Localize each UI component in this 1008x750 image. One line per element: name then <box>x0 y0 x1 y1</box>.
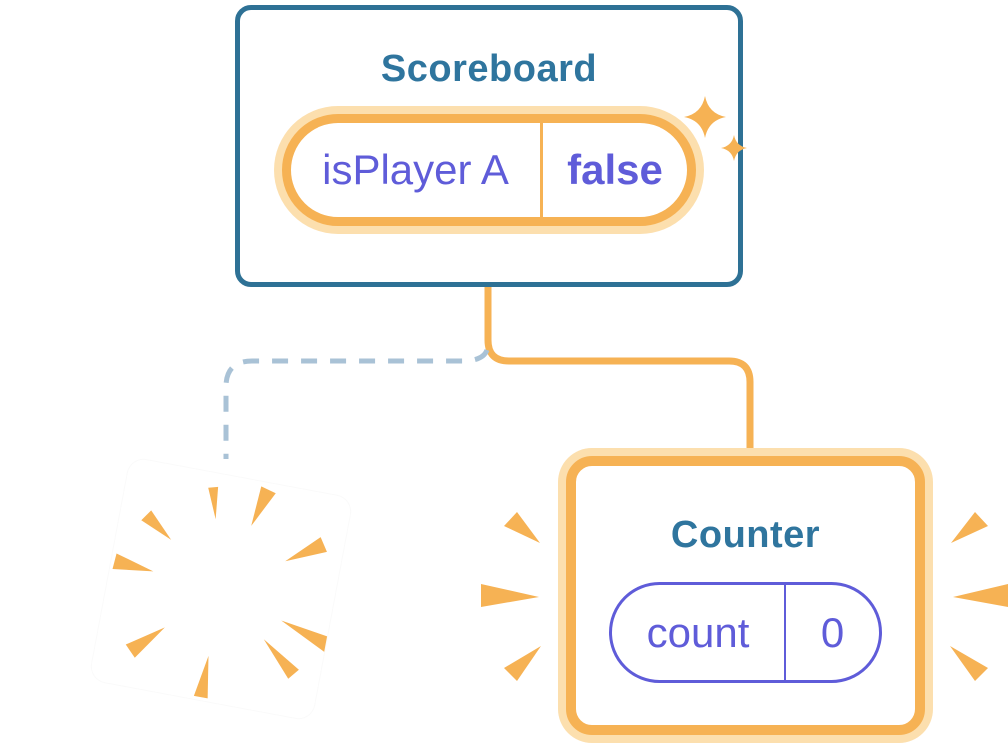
state-value-label: 0 <box>820 608 845 656</box>
counter-title: Counter <box>670 514 821 556</box>
pill-divider <box>540 123 543 217</box>
scoreboard-card: Scoreboard isPlayer A false <box>235 5 743 287</box>
dashed-connector-line <box>223 348 490 459</box>
poof-ray <box>208 486 219 520</box>
poof-ray <box>281 620 339 657</box>
state-name-cell: isPlayer A <box>291 123 540 217</box>
solid-connector-line <box>484 282 754 462</box>
state-value-cell: false <box>543 123 687 217</box>
state-value-label: false <box>567 146 663 193</box>
poof-ray <box>285 537 327 562</box>
state-name-label: count <box>646 608 750 656</box>
state-name-cell: count <box>612 585 784 680</box>
emphasis-mark <box>953 584 1008 607</box>
state-name-label: isPlayer A <box>322 146 509 193</box>
emphasis-mark <box>950 646 988 681</box>
scoreboard-state-pill: isPlayer A false <box>282 114 696 226</box>
poof-ray <box>125 627 165 658</box>
counter-card: Counter count 0 <box>566 456 925 735</box>
scoreboard-title: Scoreboard <box>380 48 598 90</box>
unmounted-component-card <box>89 457 353 721</box>
emphasis-mark <box>504 512 540 543</box>
state-value-cell: 0 <box>786 585 879 680</box>
poof-ray <box>112 553 154 572</box>
emphasis-marks-icon <box>481 512 1008 681</box>
pill-divider <box>784 585 786 680</box>
counter-state-pill: count 0 <box>609 582 882 683</box>
emphasis-mark <box>951 512 988 543</box>
poof-burst-icon <box>112 486 339 699</box>
emphasis-mark <box>504 646 541 681</box>
emphasis-mark <box>481 584 539 607</box>
poof-ray <box>263 639 299 679</box>
poof-ray <box>193 655 209 699</box>
poof-ray <box>251 486 276 526</box>
poof-ray <box>141 510 172 540</box>
